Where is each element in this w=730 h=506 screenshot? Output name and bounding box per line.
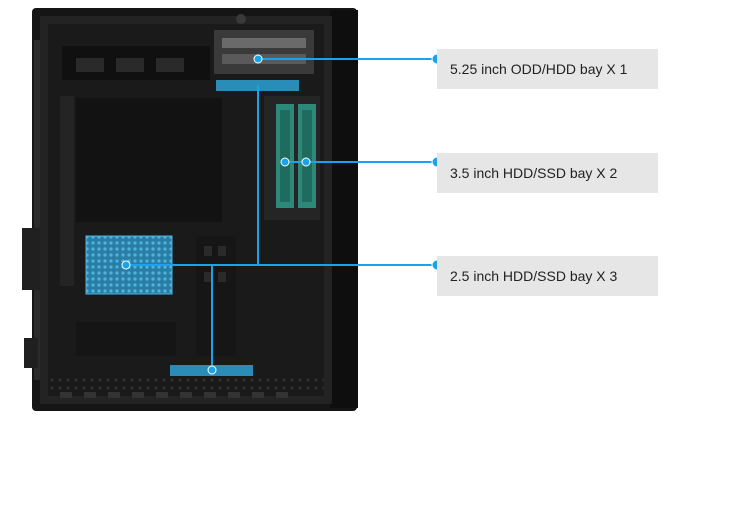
callout-odd-bay: 5.25 inch ODD/HDD bay X 1 [437, 49, 658, 89]
dot-2a [280, 157, 290, 167]
motherboard-tray [60, 96, 222, 286]
callout-hdd-bay: 3.5 inch HDD/SSD bay X 2 [437, 153, 658, 193]
bottom-vents [48, 376, 324, 398]
dot-2b [301, 157, 311, 167]
odd-bay [62, 30, 314, 91]
callout-label: 3.5 inch HDD/SSD bay X 2 [450, 165, 618, 181]
hdd-cage [264, 96, 320, 220]
dot-3-bottom [207, 365, 217, 375]
callout-ssd-bay: 2.5 inch HDD/SSD bay X 3 [437, 256, 658, 296]
callout-label: 2.5 inch HDD/SSD bay X 3 [450, 268, 618, 284]
dot-3-start [121, 260, 131, 270]
dot-1-start [253, 54, 263, 64]
callout-label: 5.25 inch ODD/HDD bay X 1 [450, 61, 628, 77]
